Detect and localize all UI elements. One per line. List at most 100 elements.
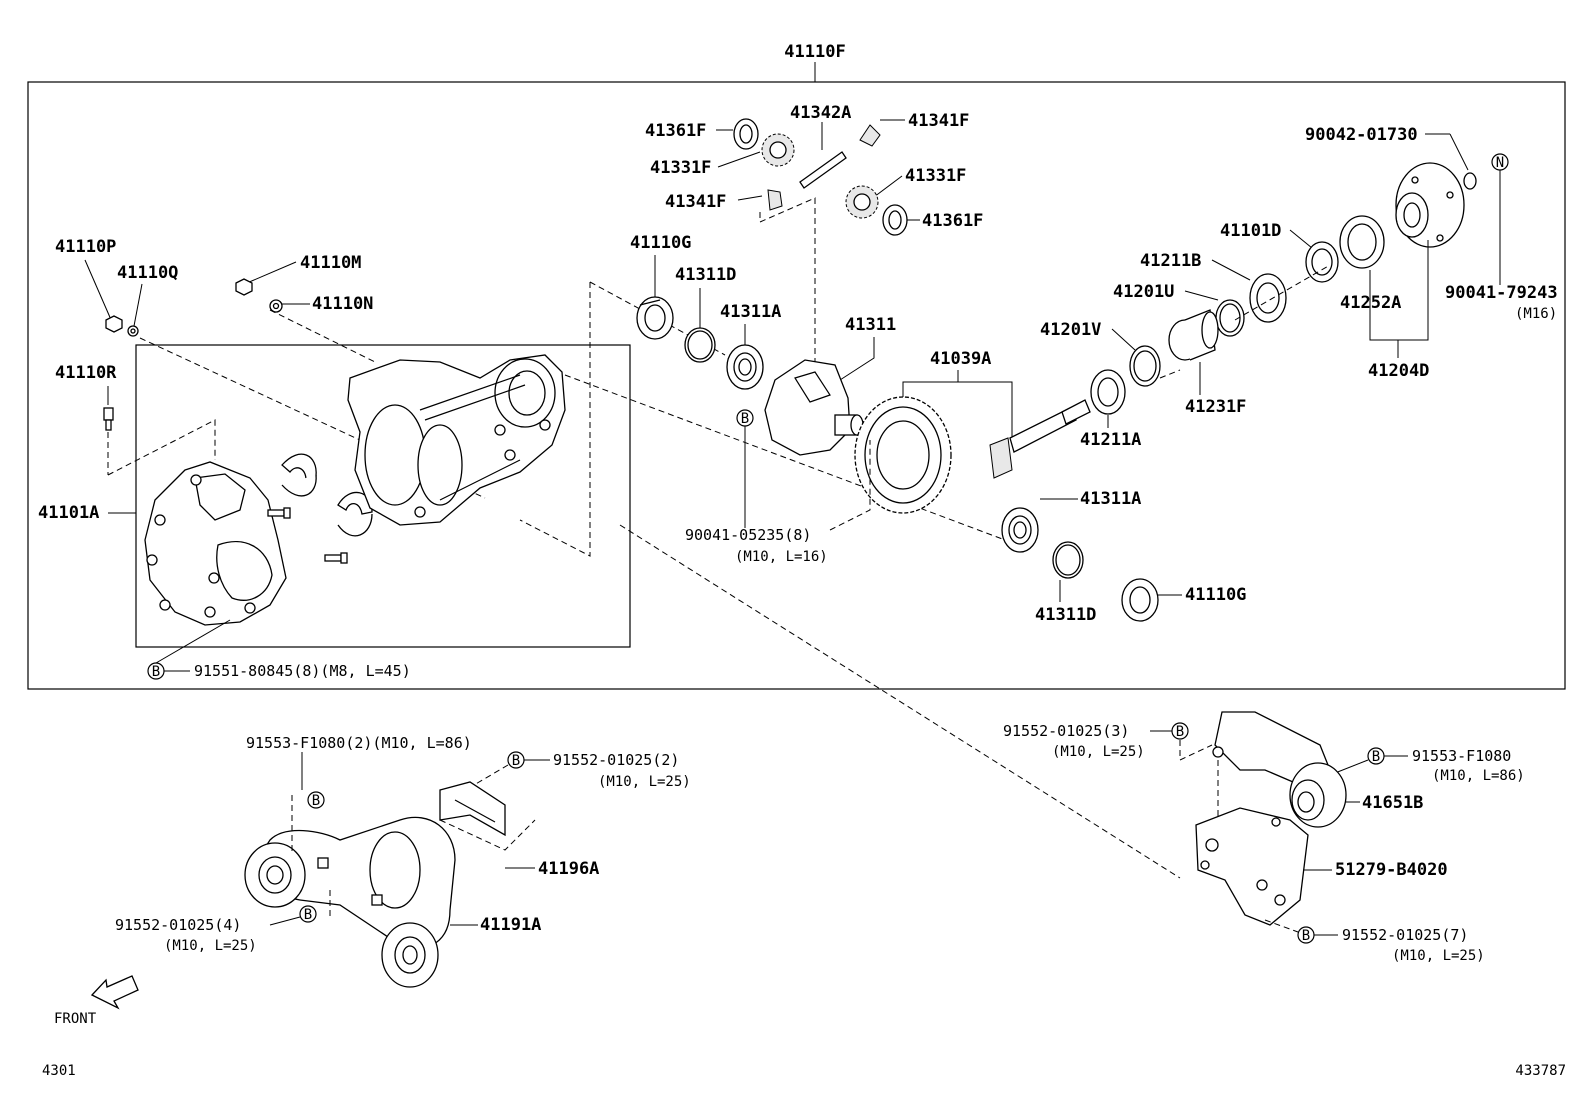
svg-text:B: B	[512, 753, 520, 769]
label-91551-80845: 91551-80845(8)(M8, L=45)	[194, 662, 411, 680]
shim-41311D-b-icon	[1052, 541, 1084, 579]
svg-text:N: N	[1496, 155, 1504, 171]
collapsible-spacer-41231F-icon	[1168, 309, 1219, 361]
svg-text:B: B	[304, 907, 312, 923]
label-41110R: 41110R	[55, 363, 117, 383]
label-90041-79243: 90041-79243	[1445, 283, 1558, 303]
label-91552-01025-7: 91552-01025(7)	[1342, 926, 1468, 944]
label-91552-01025-4: 91552-01025(4)	[115, 916, 241, 934]
label-41204D: 41204D	[1368, 361, 1429, 381]
spec-90041-79243: (M16)	[1515, 306, 1557, 322]
plug-41110P-icon	[105, 315, 123, 333]
label-41331F-a: 41331F	[650, 158, 711, 178]
label-41311D-b: 41311D	[1035, 605, 1096, 625]
thrust-washer-icon	[733, 118, 908, 236]
label-91552-01025-3: 91552-01025(3)	[1003, 722, 1129, 740]
label-41252A: 41252A	[1340, 293, 1401, 313]
assembly-frame	[27, 81, 1566, 690]
pinion-shaft-41342A-icon	[799, 151, 847, 189]
front-arrow-icon	[90, 975, 139, 1010]
breather-41110R-icon	[103, 407, 114, 431]
label-41196A: 41196A	[538, 859, 599, 879]
svg-text:B: B	[1372, 749, 1380, 765]
label-41231F: 41231F	[1185, 397, 1246, 417]
bearing-cap-icon	[281, 453, 373, 537]
label-41211A: 41211A	[1080, 430, 1141, 450]
label-91553-F1080-a: 91553-F1080(2)(M10, L=86)	[246, 734, 472, 752]
label-41101A: 41101A	[38, 503, 99, 523]
label-90042-01730: 90042-01730	[1305, 125, 1418, 145]
label-41039A: 41039A	[930, 349, 991, 369]
label-41201U: 41201U	[1113, 282, 1174, 302]
nut-90042-icon	[1463, 172, 1477, 190]
bearing-41211B-icon	[1249, 273, 1287, 323]
label-90041-05235: 90041-05235(8)	[685, 526, 811, 544]
label-41651B: 41651B	[1362, 793, 1423, 813]
spec-91552-01025-4: (M10, L=25)	[164, 938, 257, 954]
label-41311A-a: 41311A	[720, 302, 781, 322]
svg-text:B: B	[1302, 928, 1310, 944]
spacer-41201U-icon	[1215, 299, 1245, 337]
svg-text:B: B	[741, 411, 749, 427]
oil-seal-41110G-icon	[636, 296, 674, 340]
footer-left: 4301	[42, 1063, 76, 1079]
front-label: FRONT	[54, 1011, 97, 1027]
spec-90041-05235: (M10, L=16)	[735, 549, 828, 565]
marker-b-91553-a	[307, 791, 325, 809]
spec-91552-01025-7: (M10, L=25)	[1392, 948, 1485, 964]
label-41361F-b: 41361F	[922, 211, 983, 231]
label-41191A: 41191A	[480, 915, 541, 935]
bearing-41311A-icon	[726, 344, 764, 390]
crossmember-41191A-icon	[244, 816, 456, 988]
plug-41110M-icon	[235, 278, 253, 296]
label-41211B: 41211B	[1140, 251, 1201, 271]
label-41342A: 41342A	[790, 103, 851, 123]
label-41110G-b: 41110G	[1185, 585, 1246, 605]
pinion-gear-icon	[767, 124, 881, 211]
label-41110N: 41110N	[312, 294, 373, 314]
bolt-icon	[267, 507, 348, 564]
label-41311D-a: 41311D	[675, 265, 736, 285]
label-41101D: 41101D	[1220, 221, 1281, 241]
label-41201V: 41201V	[1040, 320, 1101, 340]
rear-cover-41101A-icon	[144, 461, 287, 626]
label-91552-01025-2: 91552-01025(2)	[553, 751, 679, 769]
svg-text:B: B	[152, 664, 160, 680]
label-41110M: 41110M	[300, 253, 361, 273]
oil-seal-41101D-icon	[1305, 241, 1339, 283]
svg-text:B: B	[312, 793, 320, 809]
side-gear-icon	[761, 133, 879, 219]
label-41110G-a: 41110G	[630, 233, 691, 253]
oil-seal-41110G-b-icon	[1121, 578, 1159, 622]
svg-text:B: B	[1176, 724, 1184, 740]
assembly-title: 41110F	[784, 42, 845, 62]
label-41311: 41311	[845, 315, 896, 335]
bearing-41211A-icon	[1090, 369, 1126, 415]
label-41361F-a: 41361F	[645, 121, 706, 141]
carrier-housing-icon	[347, 354, 566, 526]
bearing-41252A-icon	[1339, 215, 1385, 269]
label-41331F-b: 41331F	[905, 166, 966, 186]
spec-91553-F1080-b: (M10, L=86)	[1432, 768, 1525, 784]
shim-41201V-icon	[1129, 345, 1161, 387]
spec-91552-01025-3: (M10, L=25)	[1052, 744, 1145, 760]
mount-41651B-icon	[1212, 711, 1347, 828]
spec-91552-01025-2: (M10, L=25)	[598, 774, 691, 790]
shim-41311D-icon	[684, 327, 716, 363]
drive-pinion-icon	[989, 399, 1091, 479]
bracket-51279-B4020-icon	[1195, 807, 1309, 926]
label-41311A-b: 41311A	[1080, 489, 1141, 509]
marker-b-91552-4	[299, 905, 317, 923]
companion-flange-icon	[1395, 162, 1465, 248]
footer-right: 433787	[1515, 1063, 1566, 1079]
bracket-41196A-icon	[439, 781, 536, 851]
label-51279-B4020: 51279-B4020	[1335, 860, 1448, 880]
ring-gear-41039A-icon	[854, 396, 952, 514]
label-91553-F1080-b: 91553-F1080	[1412, 747, 1511, 765]
label-41341F-b: 41341F	[665, 192, 726, 212]
bearing-41311A-b-icon	[1001, 507, 1039, 553]
housing-subframe	[135, 344, 631, 648]
label-41110P: 41110P	[55, 237, 116, 257]
marker-b-91552-3	[1171, 722, 1189, 740]
